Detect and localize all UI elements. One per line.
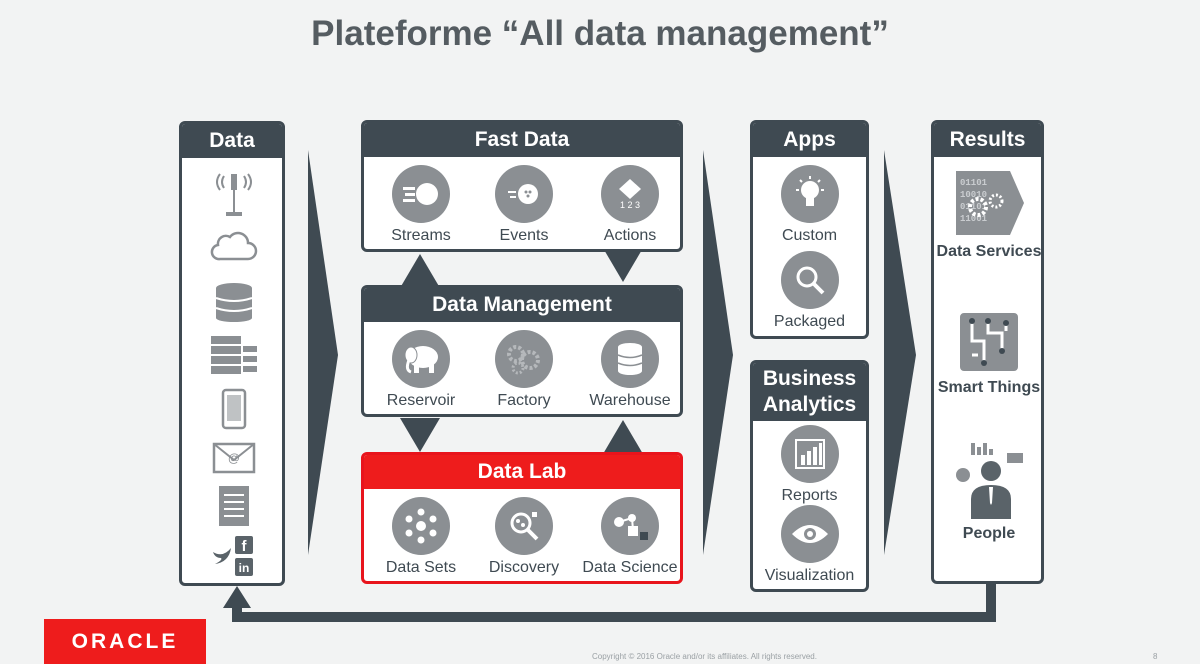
business-analytics-header-line2: Analytics — [762, 393, 857, 416]
data-panel: Data @ f in — [179, 121, 285, 586]
arrow-up-dm-to-fast — [400, 254, 440, 288]
database-icon — [601, 330, 659, 388]
packaged-label: Packaged — [773, 313, 846, 330]
magnifier-icon — [495, 497, 553, 555]
database-icon — [182, 282, 282, 322]
factory-label: Factory — [497, 392, 551, 409]
discovery-item: Discovery — [484, 497, 564, 577]
events-label: Events — [499, 227, 549, 244]
arrow-down-fast-to-dm — [603, 248, 643, 282]
svg-text:in: in — [239, 561, 250, 575]
events-item: Events — [484, 165, 564, 245]
page-title: Plateforme “All data management” — [311, 14, 889, 53]
streams-item: Streams — [381, 165, 461, 245]
data-lab-header: Data Lab — [364, 455, 680, 489]
streams-label: Streams — [391, 227, 451, 244]
reports-label: Reports — [781, 487, 838, 504]
fast-data-panel: Fast Data Streams Events 1 2 3 Actions — [361, 120, 683, 252]
chevron-arrow-3 — [884, 150, 916, 555]
social-media-icon: f in — [182, 534, 282, 578]
visualization-label: Visualization — [764, 567, 855, 584]
reports-item: Reports — [753, 425, 866, 505]
streams-icon — [392, 165, 450, 223]
lightbulb-icon — [780, 165, 839, 223]
factory-item: Factory — [484, 330, 564, 410]
copyright-text: Copyright © 2016 Oracle and/or its affil… — [592, 652, 817, 661]
eye-icon — [780, 505, 839, 563]
data-management-panel: Data Management Reservoir Factory Wareho… — [361, 285, 683, 417]
data-management-header: Data Management — [364, 288, 680, 322]
people-label: People — [962, 525, 1016, 542]
data-lab-panel: Data Lab Data Sets Discovery Data Scienc… — [361, 452, 683, 584]
business-analytics-panel: Business Analytics Reports Visualization — [750, 360, 869, 592]
actions-label: Actions — [603, 227, 657, 244]
data-sets-label: Data Sets — [385, 559, 457, 576]
reservoir-item: Reservoir — [381, 330, 461, 410]
nodes-icon — [601, 497, 659, 555]
data-services-item: 01101 10010 01101 11001 Data Services — [934, 167, 1042, 261]
svg-text:11001: 11001 — [960, 214, 988, 224]
page-number: 8 — [1153, 652, 1158, 661]
fast-data-header: Fast Data — [364, 123, 680, 157]
arrow-down-dm-to-lab — [400, 418, 440, 452]
smart-things-item: Smart Things — [934, 311, 1041, 397]
chevron-arrow-1 — [308, 150, 338, 555]
svg-text:@: @ — [228, 451, 240, 465]
results-header: Results — [934, 123, 1041, 157]
feedback-arrowhead — [223, 586, 251, 608]
antenna-icon — [182, 172, 282, 222]
svg-text:01101: 01101 — [960, 178, 988, 188]
elephant-icon — [392, 330, 450, 388]
email-icon: @ — [182, 442, 282, 474]
data-panel-header: Data — [182, 124, 282, 158]
reservoir-label: Reservoir — [386, 392, 456, 409]
binary-gears-icon: 01101 10010 01101 11001 — [956, 171, 1024, 235]
svg-text:01101: 01101 — [960, 202, 988, 212]
smartphone-icon — [182, 388, 282, 430]
custom-item: Custom — [753, 165, 866, 245]
warehouse-item: Warehouse — [585, 330, 675, 410]
chevron-arrow-2 — [703, 150, 733, 555]
business-analytics-header-line1: Business — [762, 367, 857, 390]
discovery-label: Discovery — [488, 559, 560, 576]
actions-icon: 1 2 3 — [601, 165, 659, 223]
search-icon — [780, 251, 839, 309]
gears-icon — [495, 330, 553, 388]
arrow-up-lab-to-dm — [603, 420, 643, 454]
oracle-logo: ORACLE — [44, 619, 206, 664]
smart-things-label: Smart Things — [937, 379, 1041, 396]
people-item: People — [934, 441, 1041, 543]
data-services-label: Data Services — [936, 243, 1042, 260]
network-icon — [392, 497, 450, 555]
svg-text:10010: 10010 — [960, 190, 987, 200]
apps-header: Apps — [753, 123, 866, 157]
data-science-label: Data Science — [582, 559, 678, 576]
actions-item: 1 2 3 Actions — [590, 165, 670, 245]
events-icon — [495, 165, 553, 223]
person-icon — [956, 443, 1023, 519]
data-science-item: Data Science — [580, 497, 680, 577]
packaged-item: Packaged — [753, 251, 866, 331]
custom-label: Custom — [781, 227, 838, 244]
feedback-line — [232, 583, 996, 622]
cloud-icon — [182, 229, 282, 263]
server-rack-icon — [182, 334, 282, 378]
svg-text:f: f — [242, 538, 248, 555]
results-panel: Results 01101 10010 01101 11001 Data Ser… — [931, 120, 1044, 584]
business-analytics-header: Business Analytics — [753, 363, 866, 421]
bar-chart-icon — [780, 425, 839, 483]
visualization-item: Visualization — [753, 505, 866, 585]
document-icon — [182, 484, 282, 528]
data-sets-item: Data Sets — [381, 497, 461, 577]
warehouse-label: Warehouse — [589, 392, 671, 409]
actions-icon-text: 1 2 3 — [619, 200, 641, 210]
apps-panel: Apps Custom Packaged — [750, 120, 869, 339]
circuit-icon — [960, 313, 1018, 371]
